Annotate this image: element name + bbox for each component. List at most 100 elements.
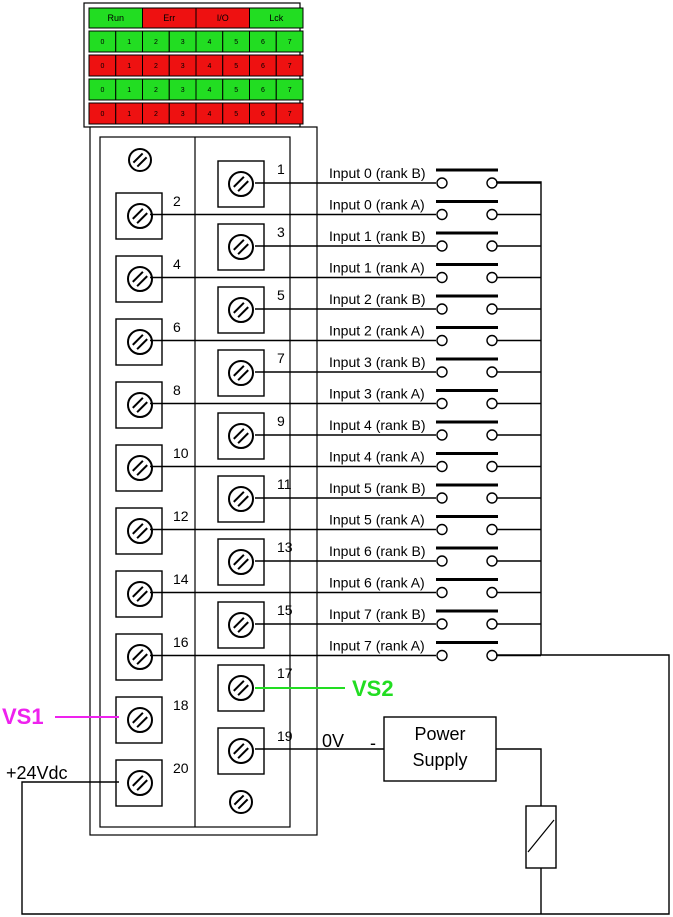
io-led-label: 3	[181, 111, 185, 118]
switch-contact-icon	[436, 492, 448, 504]
terminal-9-label: 9	[277, 413, 285, 429]
terminal-6-label: 6	[173, 319, 181, 335]
io-led-label: 0	[100, 63, 104, 70]
terminal-1-label: 1	[277, 161, 285, 177]
terminal-8-label: 8	[173, 382, 181, 398]
io-led-label: 7	[288, 39, 292, 46]
terminal-12-box	[115, 507, 163, 555]
io-led-label: 1	[127, 63, 131, 70]
switch-contact-icon	[436, 240, 448, 252]
switch-contact-icon	[486, 460, 498, 473]
input-label: Input 1 (rank A)	[329, 260, 425, 276]
switch-contact-icon	[436, 618, 448, 630]
io-led-label: 6	[261, 111, 265, 118]
loose-screw-icon	[128, 148, 152, 172]
switch-contact-icon	[436, 555, 448, 567]
input-1: Input 0 (rank A)	[150, 197, 541, 221]
terminal-screw-icon	[228, 360, 254, 386]
io-led	[275, 102, 304, 125]
input-switches: Input 0 (rank B) Input 0 (rank A) Input 1 …	[150, 165, 541, 662]
switch-contact-icon	[486, 366, 498, 378]
io-led-label: 3	[181, 87, 185, 94]
io-led-label: 6	[261, 63, 265, 70]
input-12: Input 6 (rank B)	[255, 543, 541, 567]
input-label: Input 3 (rank A)	[329, 386, 425, 402]
terminal-4-label: 4	[173, 256, 181, 272]
input-label: Input 5 (rank A)	[329, 512, 425, 528]
terminal-screw-icon	[127, 329, 153, 355]
terminal-screw-icon	[228, 549, 254, 575]
switch-contact-icon	[486, 492, 498, 504]
switch-contact-icon	[486, 649, 498, 662]
terminal-7-label: 7	[277, 350, 285, 366]
io-led-label: 5	[234, 63, 238, 70]
switch-contact-icon	[436, 397, 448, 410]
switch-contact-icon	[436, 366, 448, 378]
terminal-5-label: 5	[277, 287, 285, 303]
fuse	[525, 805, 557, 869]
io-led-label: 5	[234, 87, 238, 94]
input-5: Input 2 (rank A)	[150, 323, 541, 347]
terminal-screw-icon	[127, 707, 153, 733]
switch-contact-icon	[486, 271, 498, 284]
io-led	[275, 30, 304, 53]
terminal-screw-icon	[127, 518, 153, 544]
terminal-2-label: 2	[173, 193, 181, 209]
status-led-label: Err	[163, 13, 175, 23]
terminal-screw-icon	[127, 455, 153, 481]
plus24-label: +24Vdc	[6, 763, 68, 783]
switch-contact-icon	[486, 240, 498, 252]
power-supply: 0V - Power Supply +24Vdc	[6, 716, 557, 914]
io-led-label: 0	[100, 39, 104, 46]
input-label: Input 4 (rank A)	[329, 449, 425, 465]
switch-contact-icon	[436, 460, 448, 473]
input-11: Input 5 (rank A)	[150, 512, 541, 536]
terminal-19-label: 19	[277, 728, 293, 744]
io-led-label: 6	[261, 87, 265, 94]
power-supply-label-1: Power	[414, 724, 465, 744]
io-led-label: 4	[207, 87, 211, 94]
switch-common-bus	[21, 181, 670, 915]
io-led-label: 4	[207, 111, 211, 118]
input-label: Input 5 (rank B)	[329, 480, 426, 496]
io-led-label: 5	[234, 111, 238, 118]
loose-screw-icon	[229, 790, 253, 814]
input-label: Input 7 (rank B)	[329, 606, 426, 622]
io-led-label: 3	[181, 63, 185, 70]
input-9: Input 4 (rank A)	[150, 449, 541, 473]
io-led-label: 1	[127, 111, 131, 118]
io-led-label: 7	[288, 87, 292, 94]
io-led-label: 6	[261, 39, 265, 46]
terminal-12-label: 12	[173, 508, 189, 524]
input-4: Input 2 (rank B)	[255, 291, 541, 315]
terminal-screw-icon	[228, 234, 254, 260]
input-7: Input 3 (rank A)	[150, 386, 541, 410]
switch-bus-to-return	[21, 654, 670, 915]
switch-contact-icon	[436, 303, 448, 315]
terminal-screw-icon	[228, 675, 254, 701]
input-10: Input 5 (rank B)	[255, 480, 541, 504]
input-13: Input 6 (rank A)	[150, 575, 541, 599]
switch-contact-icon	[486, 334, 498, 347]
terminal-screw-icon	[127, 581, 153, 607]
input-label: Input 3 (rank B)	[329, 354, 426, 370]
io-led-label: 2	[154, 63, 158, 70]
vs-connections: VS1 VS2	[2, 676, 394, 729]
switch-contact-icon	[436, 429, 448, 441]
input-label: Input 0 (rank B)	[329, 165, 426, 181]
io-led-label: 2	[154, 87, 158, 94]
zero-v-label: 0V	[322, 731, 344, 751]
terminal-screw-icon	[127, 770, 153, 796]
input-2: Input 1 (rank B)	[255, 228, 541, 252]
switch-contact-icon	[436, 586, 448, 599]
switch-contact-icon	[436, 649, 448, 662]
io-led-label: 1	[127, 39, 131, 46]
io-led-label: 3	[181, 39, 185, 46]
io-led	[275, 54, 304, 77]
switch-contact-icon	[486, 555, 498, 567]
